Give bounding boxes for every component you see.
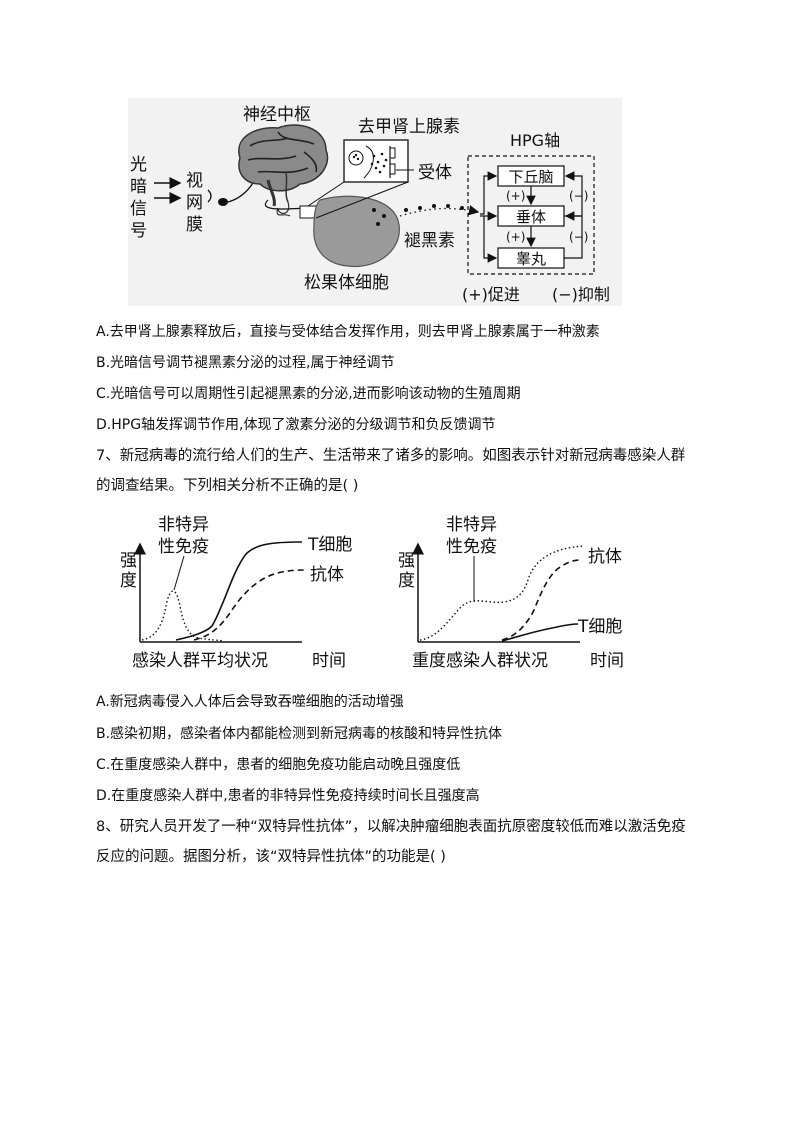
series-t-cell xyxy=(175,541,303,641)
series-label-t-cell: T细胞 xyxy=(577,617,622,637)
q7-option-d: D.在重度感染人群中,患者的非特异性免疫持续时间长且强度高 xyxy=(96,788,480,804)
q7-stem: 7、新冠病毒的流行给人们的生产、生活带来了诸多的影响。如图表示针对新冠病毒感染人… xyxy=(96,448,686,494)
q7-option-a: A.新冠病毒侵入人体后会导致吞噬细胞的活动增强 xyxy=(96,694,404,710)
minus-sign-1: (−) xyxy=(569,189,588,203)
chart-average-population: 强度 感染人群平均状况 时间 非特异性免疫 T细胞 抗体 xyxy=(120,515,352,671)
retina-nerve-node xyxy=(218,198,228,206)
melatonin-arrow xyxy=(399,205,480,217)
chart-caption: 重度感染人群状况 xyxy=(412,651,548,671)
cns-label: 神经中枢 xyxy=(243,105,311,125)
q6-option-a: A.去甲肾上腺素释放后，直接与受体结合发挥作用，则去甲肾上腺素属于一种激素 xyxy=(96,324,600,340)
norepinephrine-label: 去甲肾上腺素 xyxy=(358,117,460,137)
feedback-pituitary-hypothalamus xyxy=(564,171,583,217)
y-axis-label: 强度 xyxy=(398,551,415,591)
q7-option-c: C.在重度感染人群中，患者的细胞免疫功能启动晚且强度低 xyxy=(96,757,461,773)
melatonin-label: 褪黑素 xyxy=(404,231,455,251)
zoom-line-1 xyxy=(307,181,345,207)
pineal-label: 松果体细胞 xyxy=(304,273,389,293)
legend-promote: (+)促进 xyxy=(462,285,520,304)
receptor-label: 受体 xyxy=(418,163,452,183)
testis-box: 睾丸 xyxy=(516,250,546,268)
retina-bracket xyxy=(207,189,212,203)
hpg-dashed-frame xyxy=(467,155,595,275)
y-axis-label: 强度 xyxy=(120,551,137,591)
melatonin-particles xyxy=(372,204,464,226)
series-antibody xyxy=(501,559,581,641)
melatonin-to-testis xyxy=(483,216,498,263)
light-signal-label: 光暗 信号 xyxy=(130,155,152,241)
series-nonspecific-immunity xyxy=(141,590,225,642)
series-nonspecific-immunity xyxy=(419,545,585,641)
series-label-antibody: 抗体 xyxy=(588,547,622,567)
series-label-t-cell: T细胞 xyxy=(307,535,352,555)
x-axis-label: 时间 xyxy=(590,651,624,671)
hpg-axis-figure: 光暗 信号 视网 膜 神经中枢 松果体细胞 去甲肾上腺素 xyxy=(128,98,622,306)
melatonin-to-hypothalamus xyxy=(480,171,498,215)
hypothalamus-box: 下丘脑 xyxy=(508,168,553,186)
series-label-antibody: 抗体 xyxy=(310,565,344,585)
x-axis-label: 时间 xyxy=(312,651,346,671)
q8-stem: 8、研究人员开发了一种“双特异性抗体”，以解决肿瘤细胞表面抗原密度较低而难以激活… xyxy=(96,819,686,865)
brain-illustration xyxy=(238,124,329,207)
q6-option-c: C.光暗信号可以周期性引起褪黑素的分泌,进而影响该动物的生殖周期 xyxy=(96,386,521,402)
nerve-fiber xyxy=(276,201,291,217)
q7-option-b: B.感染初期，感染者体内都能检测到新冠病毒的核酸和特异性抗体 xyxy=(96,726,503,742)
synapse-box xyxy=(299,205,317,219)
chart-severe-population: 强度 重度感染人群状况 时间 非特异性免疫 抗体 T细胞 xyxy=(398,515,624,671)
synapse-inset xyxy=(343,139,409,183)
plus-sign-2: (+) xyxy=(506,230,525,244)
nonspecific-pointer xyxy=(173,555,185,591)
minus-sign-2: (−) xyxy=(569,230,588,244)
q6-option-d: D.HPG轴发挥调节作用,体现了激素分泌的分级调节和负反馈调节 xyxy=(96,417,496,433)
zoom-line-2 xyxy=(315,181,409,219)
pituitary-box: 垂体 xyxy=(516,208,546,226)
legend-inhibit: (−)抑制 xyxy=(552,285,610,304)
hpg-boxes: 下丘脑 垂体 睾丸 xyxy=(497,165,565,269)
pineal-cell xyxy=(313,195,400,268)
series-t-cell xyxy=(501,623,579,642)
series-label-nonspecific: 非特异性免疫 xyxy=(158,515,209,557)
chart-caption: 感染人群平均状况 xyxy=(132,651,268,671)
series-antibody xyxy=(193,569,305,641)
series-label-nonspecific: 非特异性免疫 xyxy=(446,515,497,557)
optic-nerve xyxy=(227,182,254,203)
plus-sign-1: (+) xyxy=(506,189,525,203)
hpg-title: HPG轴 xyxy=(510,131,560,150)
retina-label: 视网 膜 xyxy=(186,171,208,235)
q6-option-b: B.光暗信号调节褪黑素分泌的过程,属于神经调节 xyxy=(96,355,395,371)
